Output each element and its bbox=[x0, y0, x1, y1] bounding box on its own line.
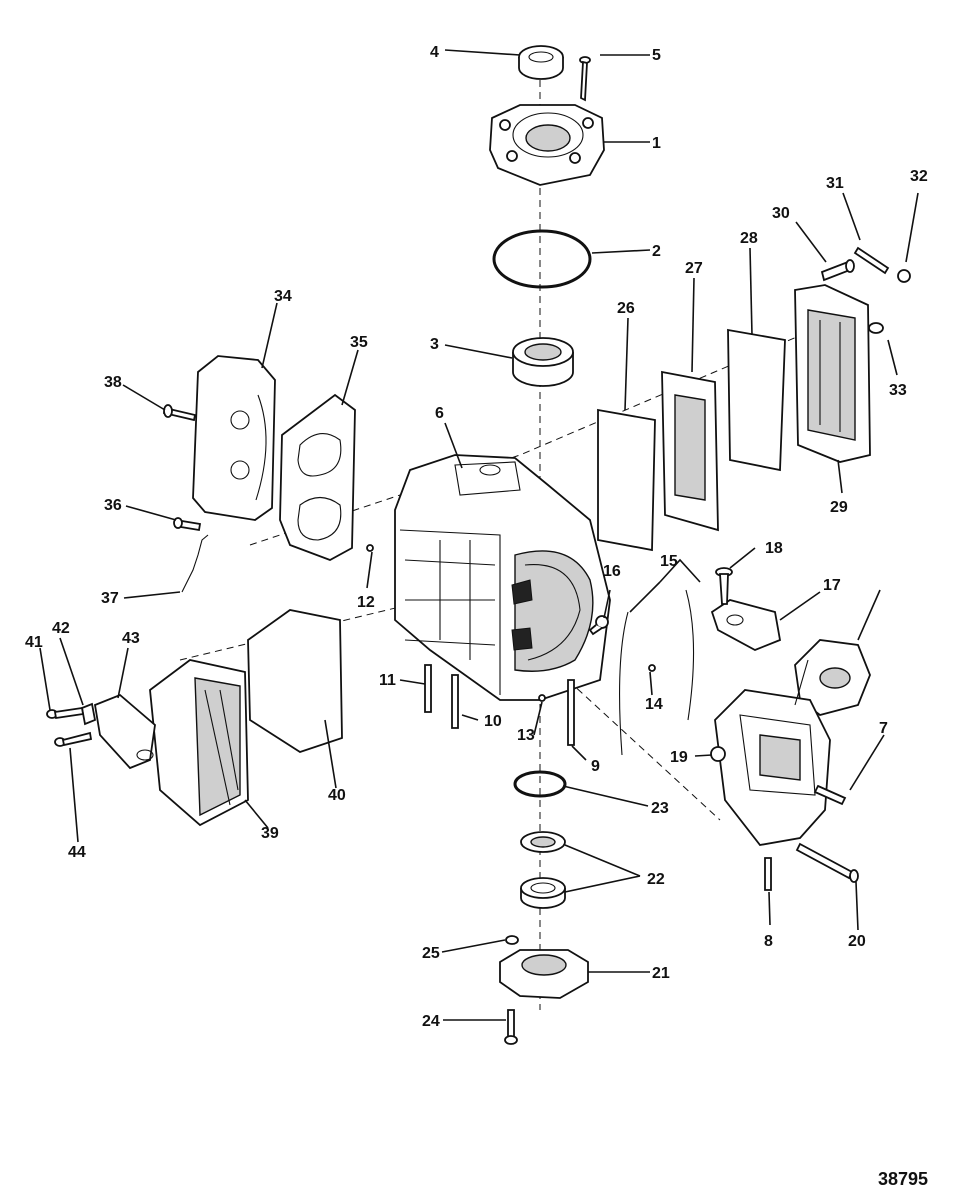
callout-6: 6 bbox=[435, 405, 444, 422]
callout-8: 8 bbox=[764, 933, 773, 950]
screw-7 bbox=[813, 784, 847, 806]
screw-36 bbox=[173, 517, 202, 532]
pin-12 bbox=[366, 544, 374, 552]
callout-3: 3 bbox=[430, 336, 439, 353]
transfer-cover-34 bbox=[192, 355, 276, 521]
callout-22: 22 bbox=[647, 871, 665, 888]
stud-8 bbox=[764, 857, 772, 891]
callout-labels: 1 2 3 4 5 6 7 8 9 10 11 12 13 14 15 16 1… bbox=[25, 44, 928, 1030]
callout-12: 12 bbox=[357, 594, 375, 611]
callout-39: 39 bbox=[261, 825, 279, 842]
callout-37: 37 bbox=[101, 590, 119, 607]
callout-17: 17 bbox=[823, 577, 841, 594]
callout-29: 29 bbox=[830, 499, 848, 516]
gasket-26 bbox=[597, 408, 656, 552]
callout-36: 36 bbox=[104, 497, 122, 514]
callout-4: 4 bbox=[430, 44, 439, 61]
leader-lines bbox=[39, 49, 919, 1021]
callout-15: 15 bbox=[660, 553, 678, 570]
callout-25: 25 bbox=[422, 945, 440, 962]
lower-end-cap-21 bbox=[499, 949, 589, 999]
callout-31: 31 bbox=[826, 175, 844, 192]
callout-35: 35 bbox=[350, 334, 368, 351]
screw-31 bbox=[853, 246, 890, 275]
nut-19 bbox=[710, 746, 726, 762]
seal-22b bbox=[520, 877, 566, 909]
callout-30: 30 bbox=[772, 205, 790, 222]
seal-strip-15 bbox=[619, 611, 629, 756]
stud-11 bbox=[424, 664, 432, 713]
gasket-35 bbox=[279, 393, 356, 561]
screw-30 bbox=[820, 259, 855, 282]
callout-44: 44 bbox=[68, 844, 86, 861]
screw-16 bbox=[588, 615, 609, 636]
callout-40: 40 bbox=[328, 787, 346, 804]
exhaust-cover-29 bbox=[794, 284, 871, 463]
callout-34: 34 bbox=[274, 288, 292, 305]
screw-44 bbox=[54, 731, 93, 747]
callout-14: 14 bbox=[645, 696, 663, 713]
housing-6-right bbox=[714, 639, 871, 846]
figure-number: 38795 bbox=[877, 1169, 928, 1189]
callout-1: 1 bbox=[652, 135, 661, 152]
callout-24: 24 bbox=[422, 1013, 440, 1030]
callout-10: 10 bbox=[484, 713, 502, 730]
gasket-28 bbox=[727, 328, 786, 472]
reed-block-39 bbox=[149, 659, 249, 827]
callout-27: 27 bbox=[685, 260, 703, 277]
washer-25 bbox=[505, 935, 519, 945]
cylinder-block-6 bbox=[394, 454, 611, 701]
screw-38 bbox=[162, 404, 197, 422]
seal-22a bbox=[520, 831, 566, 853]
callout-41: 41 bbox=[25, 634, 43, 651]
callout-5: 5 bbox=[652, 47, 661, 64]
plate-17 bbox=[710, 599, 782, 651]
callout-2: 2 bbox=[652, 243, 661, 260]
callout-38: 38 bbox=[104, 374, 122, 391]
pin-14 bbox=[648, 664, 656, 672]
pin-33 bbox=[868, 322, 884, 334]
screw-20 bbox=[795, 842, 859, 883]
callout-32: 32 bbox=[910, 168, 928, 185]
callout-43: 43 bbox=[122, 630, 140, 647]
stud-9 bbox=[567, 679, 575, 746]
o-ring-23 bbox=[513, 770, 567, 798]
gasket-40 bbox=[247, 609, 343, 753]
callout-9: 9 bbox=[591, 758, 600, 775]
callout-18: 18 bbox=[765, 540, 783, 557]
callout-42: 42 bbox=[52, 620, 70, 637]
plate-27 bbox=[661, 370, 719, 532]
callout-16: 16 bbox=[603, 563, 621, 580]
callout-23: 23 bbox=[651, 800, 669, 817]
roller-bearing-3 bbox=[512, 337, 574, 387]
callout-7: 7 bbox=[879, 720, 888, 737]
screw-24 bbox=[504, 1009, 518, 1045]
o-ring-2 bbox=[492, 229, 592, 289]
callout-21: 21 bbox=[652, 965, 670, 982]
callout-20: 20 bbox=[848, 933, 866, 950]
screw-5 bbox=[579, 56, 591, 102]
bracket-43 bbox=[93, 693, 156, 770]
callout-26: 26 bbox=[617, 300, 635, 317]
callout-33: 33 bbox=[889, 382, 907, 399]
seal-4 bbox=[518, 45, 564, 80]
clip-42 bbox=[80, 702, 97, 726]
callout-28: 28 bbox=[740, 230, 758, 247]
nut-32 bbox=[897, 269, 911, 283]
clip-37 bbox=[181, 534, 209, 593]
pin-13 bbox=[538, 694, 546, 702]
upper-end-cap-1 bbox=[489, 104, 605, 186]
seal-strip-15b bbox=[685, 589, 695, 721]
callout-11: 11 bbox=[379, 672, 396, 689]
stud-10 bbox=[451, 674, 459, 729]
screw-41 bbox=[46, 706, 85, 720]
callout-13: 13 bbox=[517, 727, 535, 744]
callout-19: 19 bbox=[670, 749, 688, 766]
screw-18 bbox=[715, 567, 733, 605]
